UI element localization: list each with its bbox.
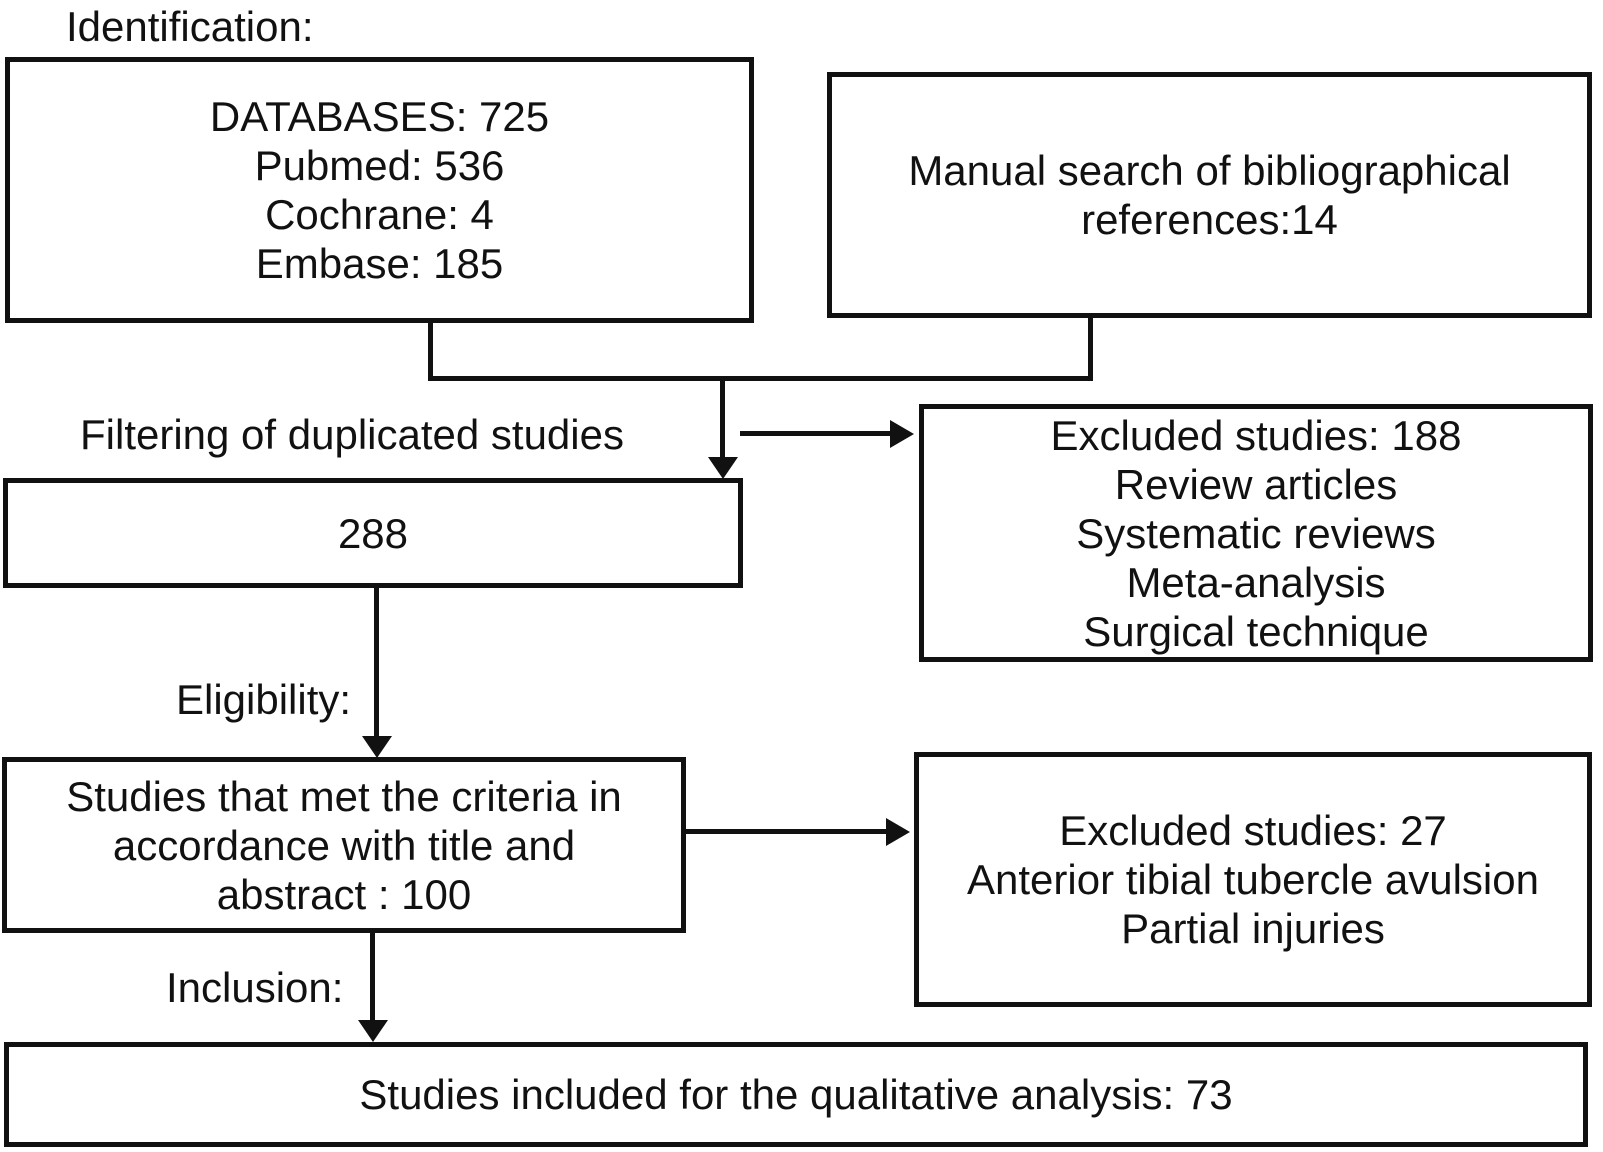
box-text-line: Studies that met the criteria in xyxy=(66,772,622,820)
excluded-studies-188-box: Excluded studies: 188 Review articles Sy… xyxy=(919,404,1593,662)
databases-box: DATABASES: 725 Pubmed: 536 Cochrane: 4 E… xyxy=(5,57,754,323)
included-box: Studies included for the qualitative ana… xyxy=(4,1042,1588,1147)
box-text-line: Manual search of bibliographical xyxy=(908,147,1511,194)
box-text-line: Excluded studies: 27 xyxy=(1059,807,1447,854)
box-text-line: Studies included for the qualitative ana… xyxy=(359,1071,1233,1118)
box-text-line: Cochrane: 4 xyxy=(265,191,494,238)
box-text-line: DATABASES: 725 xyxy=(209,93,550,140)
arrow-down-head-icon xyxy=(708,457,738,479)
box-text-line: Embase: 185 xyxy=(255,240,504,287)
arrow-right-head-icon xyxy=(890,420,914,448)
eligibility-label: Eligibility: xyxy=(176,676,352,723)
box-text-line: references:14 xyxy=(1081,196,1338,243)
box-text-line: Partial injuries xyxy=(1121,905,1385,952)
connector-databases-down-line xyxy=(428,321,433,381)
connector-manual-search-down-line xyxy=(1088,316,1093,381)
deduplicated-box: 288 xyxy=(3,478,743,588)
box-text-line: Surgical technique xyxy=(1083,607,1429,655)
inclusion-label: Inclusion: xyxy=(166,964,344,1011)
filtering-label: Filtering of duplicated studies xyxy=(80,411,624,458)
identification-label: Identification: xyxy=(66,3,314,50)
arrow-criteria-to-included-shaft xyxy=(370,933,375,1020)
arrow-to-excluded27-shaft xyxy=(686,829,886,834)
arrow-merge-to-dedup-shaft xyxy=(720,381,725,459)
box-text-line: Excluded studies: 188 xyxy=(1050,411,1462,459)
arrow-down-head-icon xyxy=(358,1020,388,1042)
box-text-line: accordance with title and xyxy=(112,821,576,869)
arrow-down-head-icon xyxy=(362,736,392,758)
connector-merge-line xyxy=(428,376,1093,381)
criteria-box: Studies that met the criteria in accorda… xyxy=(2,757,686,933)
arrow-to-excluded188-shaft xyxy=(740,431,892,436)
excluded-studies-27-box: Excluded studies: 27 Anterior tibial tub… xyxy=(914,752,1592,1007)
box-text-line: Review articles xyxy=(1114,460,1398,508)
arrow-dedup-to-criteria-shaft xyxy=(374,588,379,736)
box-text-line: Anterior tibial tubercle avulsion xyxy=(967,856,1539,903)
manual-search-box: Manual search of bibliographical referen… xyxy=(827,72,1592,318)
box-text-line: Systematic reviews xyxy=(1076,509,1436,557)
box-text-line: Pubmed: 536 xyxy=(254,142,505,189)
arrow-right-head-icon xyxy=(886,818,910,846)
box-text-line: 288 xyxy=(337,509,409,557)
box-text-line: Meta-analysis xyxy=(1126,558,1386,606)
box-text-line: abstract : 100 xyxy=(216,870,472,918)
